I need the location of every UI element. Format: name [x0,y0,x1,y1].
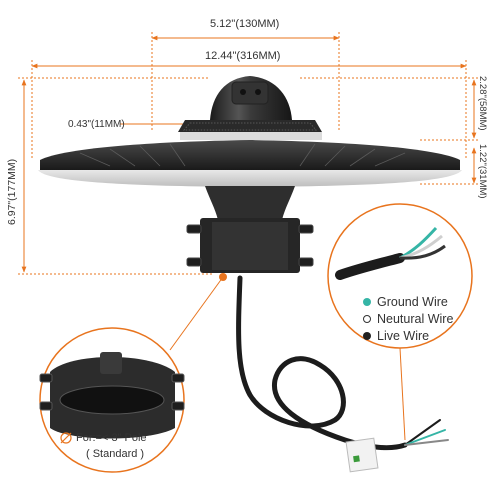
cable-label [345,437,379,473]
legend-neutral: Neutural Wire [363,312,453,326]
pole-size-note: For:=< 3" Pole [76,432,147,444]
dimension-lines [18,32,480,275]
pole-standard-note: ( Standard ) [86,448,145,460]
legend-live-label: Live Wire [377,329,430,343]
dim-disc-height: 1.22"(31MM) [477,144,488,199]
dim-overall-width: 12.44"(316MM) [205,50,281,62]
legend-ground: Ground Wire [363,295,448,309]
legend-live: Live Wire [363,329,429,343]
dim-total-height: 6.97"(177MM) [6,158,18,225]
wire-detail-callout [327,203,473,441]
live-dot-icon [363,332,371,340]
ground-dot-icon [363,298,371,306]
dim-top-height: 2.28"(58MM) [477,76,488,131]
luminaire [38,76,462,281]
pole-detail-callout [39,276,224,473]
neutral-dot-icon [363,315,371,323]
legend-neutral-label: Neutural Wire [377,312,454,326]
power-cable [236,275,408,451]
dim-top-width: 5.12"(130MM) [210,18,280,30]
cable-wire-ends [404,419,449,446]
legend-ground-label: Ground Wire [377,295,448,309]
dim-ring-thickness: 0.43"(11MM) [68,119,125,130]
